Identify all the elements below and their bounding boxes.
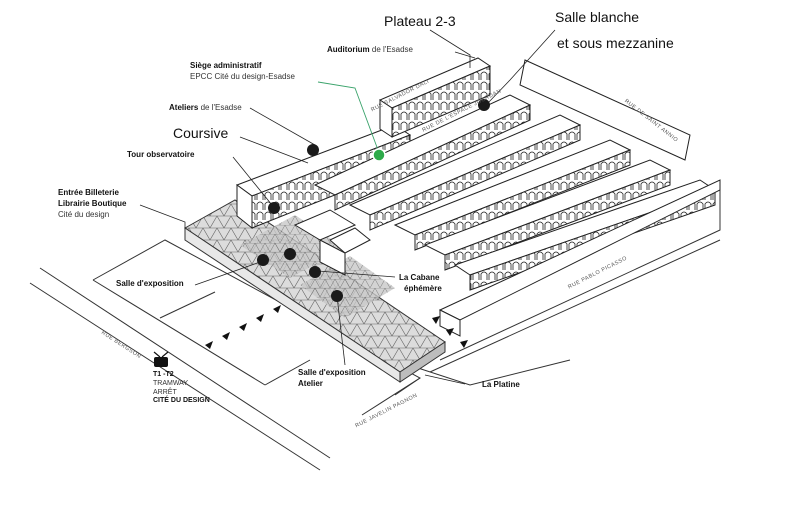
salle-blanche-annotation: Salle blanche (555, 9, 640, 25)
marker-salle-atelier (331, 290, 343, 302)
marker-salle-expo-2 (284, 248, 296, 260)
marker-auditorium (478, 99, 490, 111)
coursive-annotation: Coursive (173, 125, 229, 141)
marker-tour (268, 202, 280, 214)
tour-label: Tour observatoire (127, 150, 195, 159)
plateau-annotation: Plateau 2-3 (384, 13, 456, 29)
salle-expo-label: Salle d'exposition (116, 279, 184, 288)
marker-coursive (307, 144, 319, 156)
entrance-arrows (205, 305, 468, 349)
sous-mezzanine-annotation: et sous mezzanine (557, 35, 674, 51)
marker-siege-highlight (372, 148, 386, 162)
atelier-label: Atelier (298, 379, 323, 388)
tram-type: TRAMWAY (153, 380, 188, 387)
marker-salle-expo-1 (257, 254, 269, 266)
cite-label: Cité du design (58, 210, 110, 219)
marker-cabane (309, 266, 321, 278)
platine-label: La Platine (482, 380, 520, 389)
ateliers-label: Ateliers de l'Esadse (169, 103, 242, 112)
siege-leader-line (317, 81, 379, 151)
librairie-label: Librairie Boutique (58, 199, 127, 208)
tram-stop: ARRÊT (153, 389, 177, 396)
entree-label: Entrée Billeterie (58, 188, 119, 197)
auditorium-building (378, 57, 492, 138)
siege-subtitle: EPCC Cité du design-Esadse (190, 72, 295, 81)
cabane-label: La Cabane (399, 273, 440, 282)
tram-icon (153, 351, 169, 367)
parallel-halls (293, 59, 721, 337)
salle-atelier-label: Salle d'exposition (298, 368, 366, 377)
tram-name: CITÉ DU DESIGN (153, 397, 210, 404)
auditorium-label: Auditorium de l'Esadse (327, 45, 414, 54)
ephemere-label: éphémère (404, 284, 442, 293)
siege-label: Siège administratif (190, 61, 262, 70)
leader-lines (139, 29, 556, 385)
location-markers (257, 99, 490, 302)
tram-line: T1 -T2 (153, 371, 174, 378)
